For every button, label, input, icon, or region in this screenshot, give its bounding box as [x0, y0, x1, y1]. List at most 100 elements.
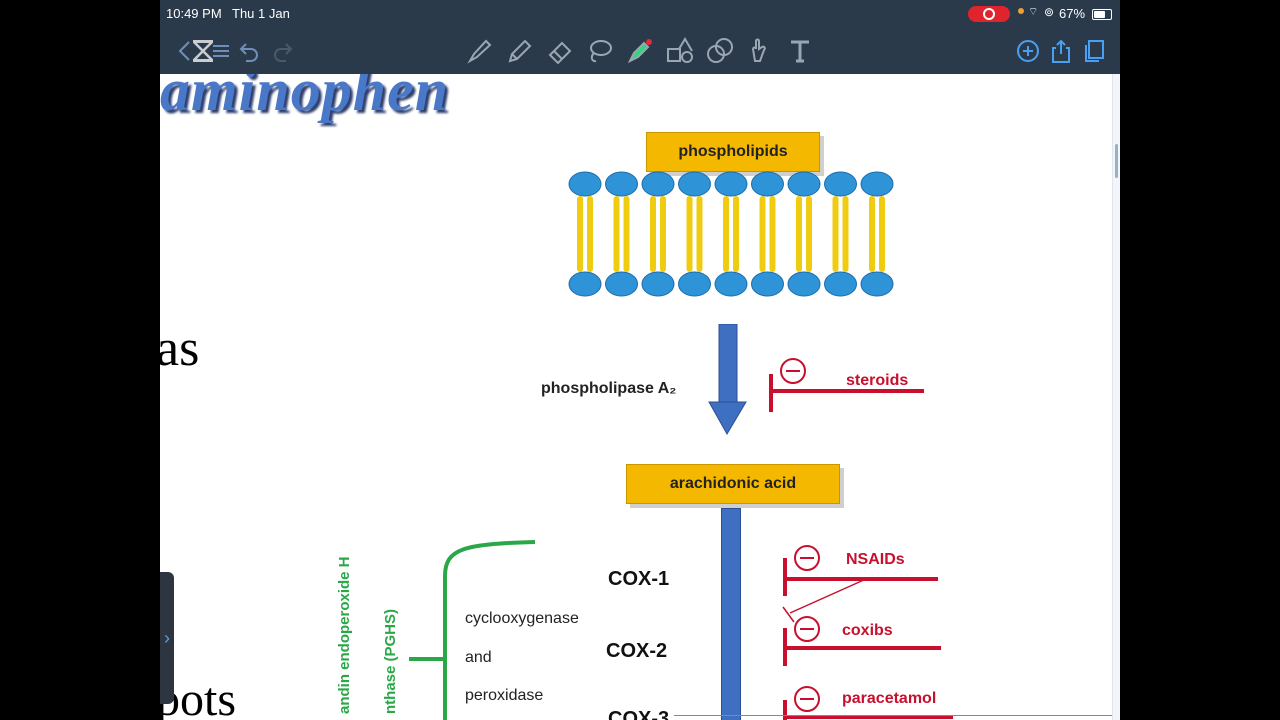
list-icon[interactable] — [204, 34, 238, 68]
inhibition-bar — [769, 374, 773, 412]
lipid-tail — [723, 232, 729, 272]
back-icon[interactable] — [168, 34, 202, 68]
lipid-tail — [577, 232, 583, 272]
ipad-screen: 10:49 PM Thu 1 Jan ⌔ ⊚ 67% — [160, 0, 1120, 720]
slide-border — [674, 715, 1112, 716]
lipid-head — [568, 271, 602, 297]
lasso-icon[interactable] — [583, 34, 617, 68]
lipid-tail — [650, 232, 656, 272]
lipid-tail — [733, 196, 739, 236]
peroxidase-label: peroxidase — [465, 687, 544, 704]
lipid-tail — [686, 196, 693, 236]
wifi-icon: ⌔ — [1028, 6, 1039, 18]
lipid-tail — [587, 232, 593, 272]
lipid-tail — [660, 232, 666, 272]
lipid-tail — [832, 232, 839, 272]
pghs-label-line2: nthase (PGHS) — [382, 608, 399, 714]
lipid-tail — [696, 232, 703, 272]
pghs-label-line1: andin endoperoxide H — [336, 556, 353, 714]
lipid-tail — [806, 196, 812, 236]
lipid-head — [641, 171, 675, 197]
pathway-bar — [721, 508, 741, 720]
lipid-head — [568, 171, 602, 197]
shapes-icon[interactable] — [663, 34, 697, 68]
vertical-scrollbar[interactable] — [1112, 74, 1120, 720]
lipid-tail — [769, 232, 776, 272]
privacy-dot-icon — [1018, 8, 1024, 14]
phospholipids-label: phospholipids — [646, 132, 820, 172]
lipid-tail — [587, 196, 593, 236]
hand-icon[interactable] — [743, 34, 777, 68]
redo-icon[interactable] — [266, 34, 300, 68]
lipid-tail — [613, 232, 620, 272]
coxibs-label: coxibs — [842, 622, 893, 639]
lipid-tail — [660, 196, 666, 236]
lipid-tail — [577, 196, 583, 236]
lipid-bilayer-illustration — [568, 171, 894, 297]
lipid-tail — [869, 196, 875, 236]
lipid-tail — [759, 196, 766, 236]
eraser-icon[interactable] — [543, 34, 577, 68]
battery-percentage: 67% — [1059, 6, 1086, 21]
lipid-head — [714, 271, 748, 297]
scrollbar-thumb[interactable] — [1115, 144, 1118, 178]
add-page-icon[interactable] — [1011, 34, 1045, 68]
paracetamol-label: paracetamol — [842, 690, 937, 707]
minus-icon — [794, 616, 820, 642]
lipid-head — [678, 171, 711, 197]
lipid-head — [605, 271, 638, 297]
undo-icon[interactable] — [232, 34, 266, 68]
pencil-icon[interactable] — [503, 34, 537, 68]
lipid-head — [860, 271, 894, 297]
translate-icon[interactable] — [703, 34, 737, 68]
lipid-head — [605, 171, 638, 197]
battery-level-fill — [1094, 11, 1105, 18]
lipid-tail — [759, 232, 766, 272]
sidebar-toggle[interactable]: › — [160, 572, 174, 704]
lipid-tail — [613, 196, 620, 236]
lipid-tail — [796, 196, 802, 236]
nsaid-cox2-inhibition-line — [782, 578, 867, 623]
lipid-head — [751, 171, 784, 197]
nsaids-label: NSAIDs — [846, 551, 905, 568]
lipid-tail — [696, 196, 703, 236]
down-arrow — [708, 324, 747, 435]
screen-recording-indicator[interactable] — [968, 6, 1010, 22]
rotation-lock-icon: ⊚ — [1044, 5, 1055, 19]
lipid-head — [860, 171, 894, 197]
lipid-head — [714, 171, 748, 197]
lipid-tail — [842, 196, 849, 236]
inhibition-bar — [783, 700, 787, 720]
laser-pointer-icon[interactable] — [623, 34, 657, 68]
arachidonic-acid-label: arachidonic acid — [626, 464, 840, 504]
lipid-head — [787, 171, 821, 197]
close-icon[interactable] — [186, 34, 220, 68]
notes-toolbar — [160, 28, 1120, 74]
status-bar: 10:49 PM Thu 1 Jan ⌔ ⊚ 67% — [160, 0, 1120, 28]
phospholipase-label: phospholipase A₂ — [541, 380, 677, 397]
cox2-label: COX-2 — [606, 640, 668, 662]
share-icon[interactable] — [1044, 34, 1078, 68]
cox1-label: COX-1 — [608, 568, 670, 590]
document-canvas[interactable]: aminophen as pots phospholipids phosphol… — [160, 74, 1112, 720]
record-icon — [983, 8, 995, 20]
inhibition-line — [783, 646, 941, 650]
lipid-tail — [686, 232, 693, 272]
text-icon[interactable] — [783, 34, 817, 68]
lipid-head — [641, 271, 675, 297]
and-label: and — [465, 649, 492, 666]
lipid-tail — [623, 232, 630, 272]
lipid-tail — [869, 232, 875, 272]
pages-icon[interactable] — [1078, 34, 1112, 68]
lipid-head — [824, 171, 857, 197]
lipid-tail — [796, 232, 802, 272]
status-date: Thu 1 Jan — [232, 6, 290, 21]
lipid-head — [751, 271, 784, 297]
lipid-head — [787, 271, 821, 297]
pen-icon[interactable] — [463, 34, 497, 68]
lipid-tail — [623, 196, 630, 236]
lipid-tail — [723, 196, 729, 236]
lipid-tail — [879, 232, 885, 272]
lipid-tail — [769, 196, 776, 236]
minus-icon — [794, 686, 820, 712]
